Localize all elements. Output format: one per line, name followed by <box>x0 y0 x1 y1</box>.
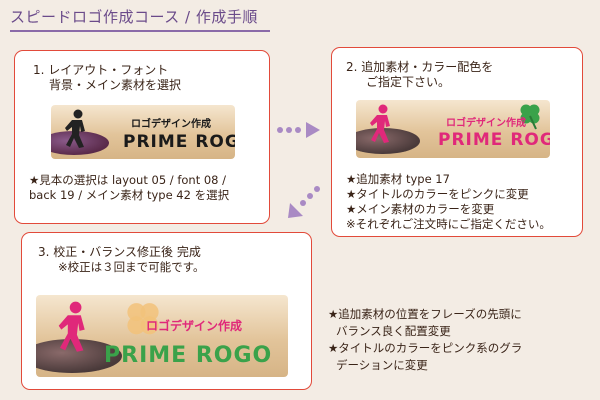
step-1-card: 1. レイアウト・フォント 背景・メイン素材を選択 ロゴデザイン作成 PRIME… <box>14 50 270 224</box>
step-3-heading: 3. 校正・バランス修正後 完成 ※校正は３回まで可能です。 <box>38 245 204 275</box>
side-note-line3: ★タイトルのカラーをピンク系のグラ <box>328 341 523 355</box>
dotted-down-left-arrow-icon <box>286 186 322 222</box>
logo-subtitle: ロゴデザイン作成 <box>446 118 526 129</box>
clover-icon <box>127 303 159 335</box>
side-notes: ★追加素材の位置をフレーズの先頭に バランス良く配置変更 ★タイトルのカラーをピ… <box>328 306 522 374</box>
step-1-heading-line2: 背景・メイン素材を選択 <box>49 78 182 92</box>
step-2-card: 2. 追加素材・カラー配色を ご指定下さい。 ロゴデザイン作成 PRIME RO… <box>331 47 583 237</box>
logo-title: PRIME ROGO <box>104 343 273 368</box>
step-2-heading-line2: ご指定下さい。 <box>366 75 451 89</box>
step-1-heading: 1. レイアウト・フォント 背景・メイン素材を選択 <box>33 63 181 93</box>
step-1-logo-sample: ロゴデザイン作成 PRIME ROGO <box>51 105 235 159</box>
step-3-heading-line2: ※校正は３回まで可能です。 <box>58 260 205 274</box>
step-3-card: 3. 校正・バランス修正後 完成 ※校正は３回まで可能です。 ロゴデザイン作成 … <box>21 232 312 390</box>
side-note-line1: ★追加素材の位置をフレーズの先頭に <box>328 307 522 321</box>
runner-silhouette-icon <box>58 301 85 352</box>
step-3-logo-sample: ロゴデザイン作成 PRIME ROGO <box>36 295 288 377</box>
title-underline <box>10 30 270 32</box>
dotted-right-arrow-icon <box>277 118 323 142</box>
runner-silhouette-icon <box>65 109 85 148</box>
step-2-note-line4: ※それぞれご注文時にご指定ください。 <box>346 217 551 231</box>
clover-icon <box>520 104 540 130</box>
step-1-heading-line1: 1. レイアウト・フォント <box>33 63 169 77</box>
side-note-line4: デーションに変更 <box>336 358 428 372</box>
step-2-heading-line1: 2. 追加素材・カラー配色を <box>346 60 494 74</box>
step-1-note: ★見本の選択は layout 05 / font 08 / back 19 / … <box>29 173 229 203</box>
step-3-heading-line1: 3. 校正・バランス修正後 完成 <box>38 245 201 259</box>
step-2-heading: 2. 追加素材・カラー配色を ご指定下さい。 <box>346 60 493 90</box>
logo-title: PRIME ROGO <box>123 132 235 152</box>
step-2-note-line1: ★追加素材 type 17 <box>346 172 450 186</box>
step-2-note: ★追加素材 type 17 ★タイトルのカラーをピンクに変更 ★メイン素材のカラ… <box>346 172 551 232</box>
side-note-line2: バランス良く配置変更 <box>336 324 451 338</box>
step-2-note-line3: ★メイン素材のカラーを変更 <box>346 202 495 216</box>
step-2-logo-sample: ロゴデザイン作成 PRIME ROGO <box>356 100 550 158</box>
runner-silhouette-icon <box>370 104 390 143</box>
step-2-note-line2: ★タイトルのカラーをピンクに変更 <box>346 187 529 201</box>
step-1-note-line2: back 19 / メイン素材 type 42 を選択 <box>29 188 230 202</box>
logo-title: PRIME ROGO <box>438 130 550 150</box>
logo-subtitle: ロゴデザイン作成 <box>146 319 243 333</box>
page-title: スピードロゴ作成コース / 作成手順 <box>10 8 258 26</box>
logo-subtitle: ロゴデザイン作成 <box>131 119 211 130</box>
step-1-note-line1: ★見本の選択は layout 05 / font 08 / <box>29 173 227 187</box>
